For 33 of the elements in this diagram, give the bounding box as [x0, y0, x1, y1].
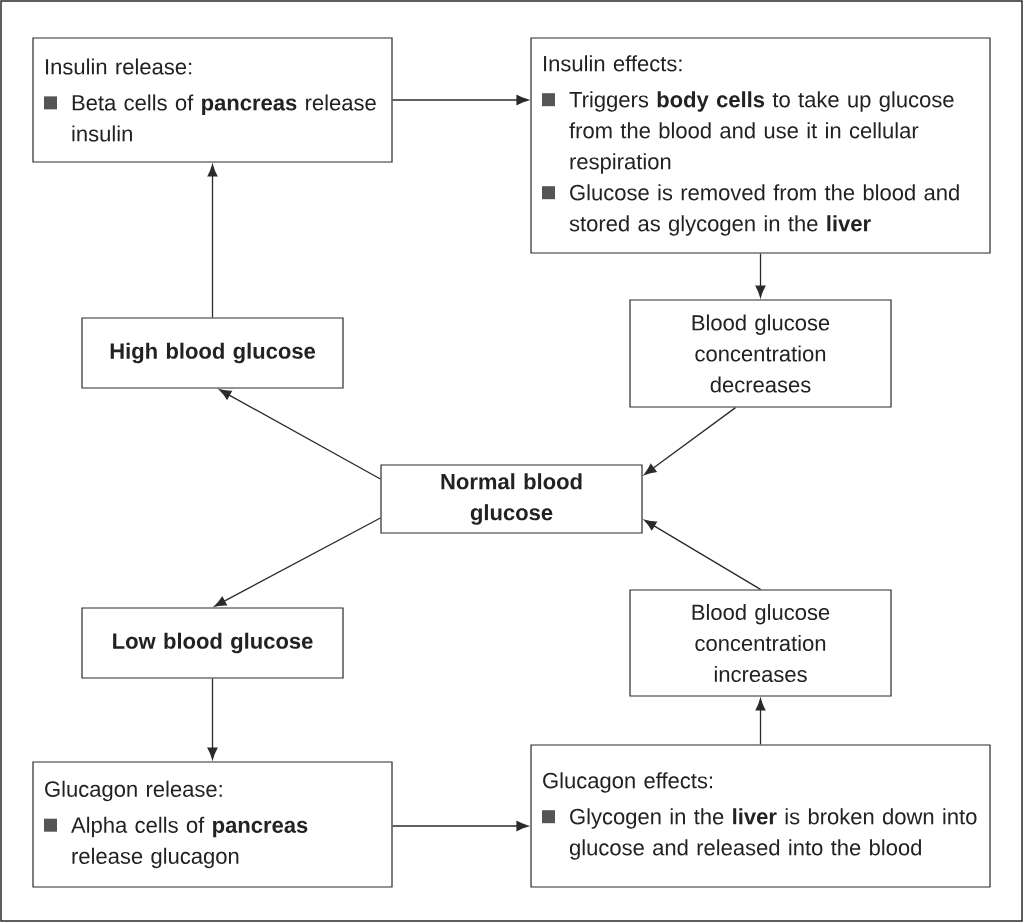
state-box — [629, 299, 892, 408]
state-box — [81, 607, 344, 679]
box-heading: Insulin release: — [46, 58, 192, 75]
arrow — [214, 517, 382, 607]
bullet-text: Beta cells of pancreas release insulin — [72, 94, 376, 142]
arrow — [391, 821, 529, 831]
process-box — [32, 37, 393, 163]
process-box — [32, 761, 393, 888]
box-heading: Glucagon release: — [45, 780, 222, 802]
box-text: High blood glucose — [110, 342, 316, 364]
box-heading: Insulin effects: — [544, 55, 682, 72]
process-box — [530, 37, 991, 254]
box-text: Normal blood glucose — [441, 473, 582, 525]
arrow — [207, 164, 218, 319]
box-text: Blood glucose concentration increases — [692, 603, 830, 683]
state-box — [629, 589, 892, 697]
process-box — [530, 744, 991, 888]
state-box — [380, 464, 643, 534]
arrow — [644, 519, 762, 591]
arrow — [644, 406, 737, 476]
box-text: Blood glucose concentration decreases — [692, 314, 830, 393]
box-heading: Glucagon effects: — [543, 772, 713, 793]
arrow — [219, 389, 382, 480]
arrow — [755, 698, 766, 746]
state-box — [81, 317, 344, 389]
bullet-text: Glycogen in the liver is broken down into glucose and released into the blood — [569, 808, 977, 860]
bullet-text: Glucose is removed from the blood and stored as glycogen in the liver — [569, 184, 959, 236]
arrow — [207, 677, 218, 760]
box-text: Low blood glucose — [113, 632, 313, 654]
arrow — [391, 95, 529, 105]
bullet-text: Triggers body cells to take up glucose from the blood and use it in cellular respiration — [569, 91, 954, 174]
arrow — [755, 252, 766, 298]
bullet-text: Alpha cells of pancreas release glucagon — [71, 816, 308, 869]
